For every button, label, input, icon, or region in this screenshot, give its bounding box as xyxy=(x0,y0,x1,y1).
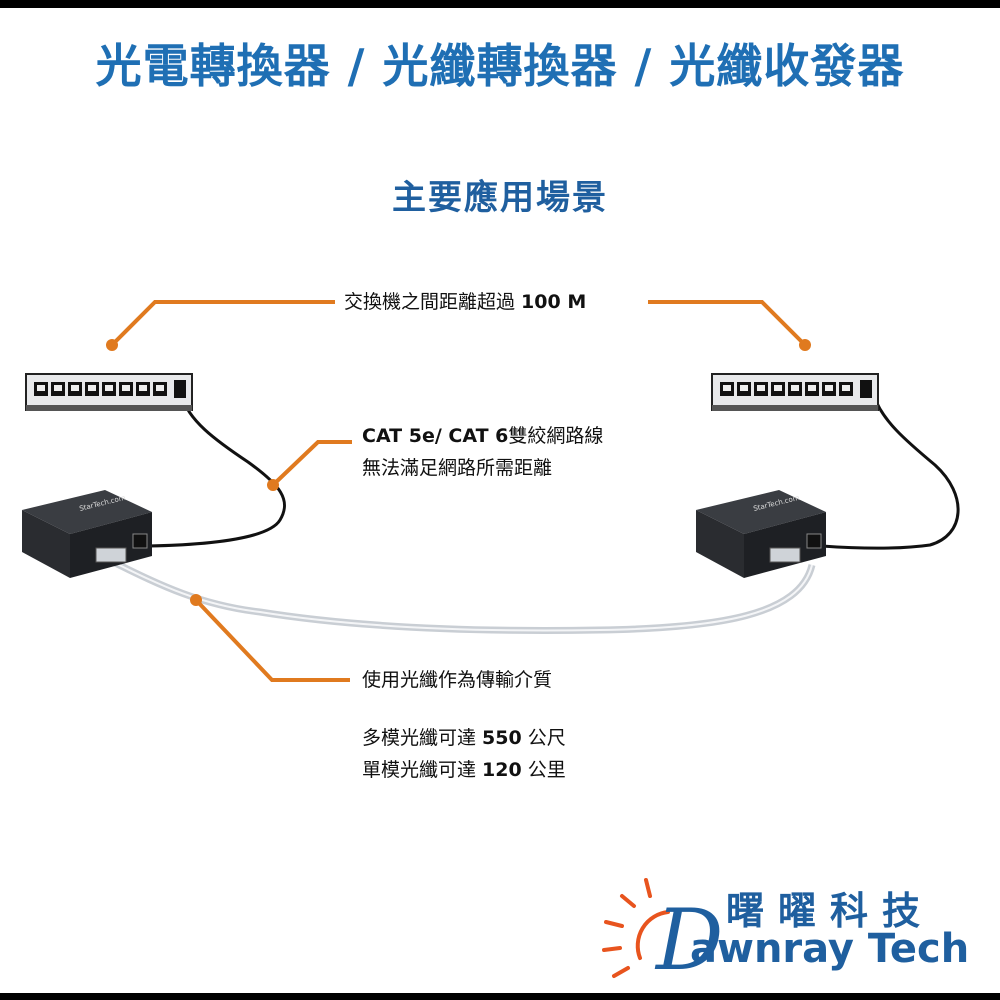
bottom-border xyxy=(0,993,1000,1000)
top-border xyxy=(0,0,1000,8)
logo-chinese-name: 曙曜科技 xyxy=(726,888,935,933)
logo-english-name: awnray Tech xyxy=(690,926,970,972)
cable-limit-label: CAT 5e/ CAT 6雙絞網路線無法滿足網路所需距離 xyxy=(362,425,604,479)
switch-icon-left xyxy=(25,373,193,411)
fiber-medium-label: 使用光纖作為傳輸介質 xyxy=(362,669,553,691)
callout-dot-fiber xyxy=(190,594,202,606)
cable-callout-line xyxy=(271,440,352,487)
logo-d-letter: D xyxy=(656,891,724,989)
page-subtitle: 主要應用場景 xyxy=(392,178,608,218)
sun-logo-icon xyxy=(602,878,670,978)
fiber-callout-line xyxy=(194,598,350,682)
callout-dot-right-switch xyxy=(799,339,811,351)
distance-label: 交換機之間距離超過 100 M xyxy=(344,291,587,313)
media-converter-icon-right: StarTech.com xyxy=(696,490,826,578)
media-converter-icon-left: StarTech.com xyxy=(22,490,152,578)
switch-icon-right xyxy=(711,373,879,411)
callout-dot-left-switch xyxy=(106,339,118,351)
fiber-range-label: 多模光纖可達 550 公尺單模光纖可達 120 公里 xyxy=(362,727,566,781)
ethernet-cable-right xyxy=(821,395,960,550)
ethernet-cable-left xyxy=(147,395,286,548)
callout-dot-cable xyxy=(267,479,279,491)
distance-callout xyxy=(110,300,807,347)
page-title: 光電轉換器 / 光纖轉換器 / 光纖收發器 xyxy=(95,39,905,93)
